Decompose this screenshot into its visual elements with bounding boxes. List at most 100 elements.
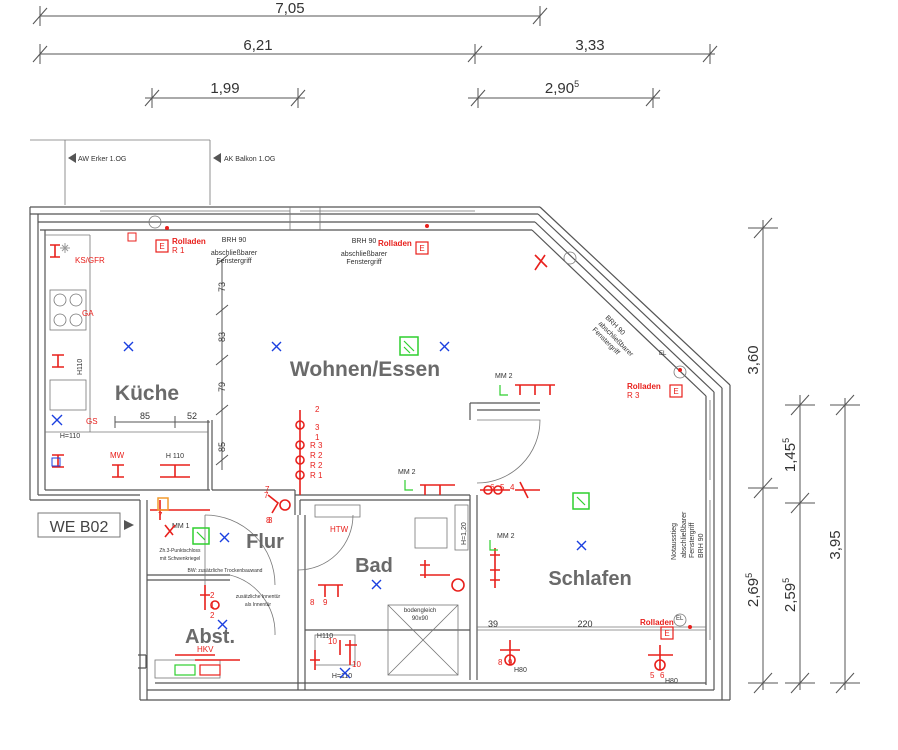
num-13: 2 (210, 611, 215, 620)
ga-label: GA (82, 309, 94, 318)
kitchen-dim-v4: 85 (217, 442, 227, 452)
el-a-label: EL (659, 351, 667, 357)
num-4: 3 (268, 516, 273, 525)
num-14: 6 (490, 483, 495, 492)
num-8: 8 (310, 598, 315, 607)
lockable-a: abschließbarer (211, 250, 258, 257)
rolladen-c: Rolladen (627, 382, 661, 391)
num-6: 10 (352, 660, 361, 669)
sleep-dim-h2: 220 (577, 619, 592, 629)
lockable-d: abschließbarer (681, 511, 688, 558)
hkv-label: HKV (197, 645, 214, 654)
room-living: Wohnen/Essen (290, 358, 440, 381)
sleep-dim-h1: 39 (488, 619, 498, 629)
e-box-2-label: E (419, 244, 424, 253)
r-circuit-4: R 1 (310, 471, 323, 480)
sensor-icon (192, 336, 590, 551)
right-dimensions: 3,60 2,695 1,455 2,595 3,95 (744, 217, 860, 694)
room-kitchen: Küche (115, 382, 179, 405)
room-hall: Flur (246, 531, 284, 553)
rolladen-b: Rolladen (378, 239, 412, 248)
num-20: 6 (660, 671, 665, 680)
room-labels: Küche Wohnen/Essen Flur Bad Schlafen Abs… (115, 358, 632, 648)
brh-a: BRH 90 (222, 237, 247, 244)
num-16: 4 (510, 483, 515, 492)
edge-marker (138, 654, 147, 669)
dim-right-c: 3,95 (827, 530, 844, 559)
e-box-3-label: E (673, 387, 678, 396)
kitchen-dim-v3: 79 (217, 382, 227, 392)
room-bedroom: Schlafen (548, 568, 631, 590)
stove-icon (60, 243, 70, 253)
dim-top-right: 3,33 (575, 37, 604, 54)
door-note-2: als Innentür (245, 602, 271, 608)
annotations: AW Erker 1.OG AK Balkon 1.OG BRH 90 absc… (60, 156, 705, 680)
dim-top-total: 7,05 (275, 0, 304, 17)
brh-b: BRH 90 (352, 238, 377, 245)
mm2-a-label: MM 2 (495, 373, 513, 380)
h80-a-label: H80 (514, 667, 527, 674)
rolladen-d: Rolladen (640, 618, 674, 627)
kitchen-dim-h1: 85 (140, 411, 150, 421)
handle-d: Fenstergriff (689, 523, 696, 558)
el-b-label: EL (676, 616, 684, 622)
light-outlet-icon (51, 341, 587, 679)
num-2: 3 (315, 423, 320, 432)
dim-mid-right: 2,905 (545, 79, 579, 97)
num-7: 7 (265, 485, 270, 494)
bath-h120: H=1,20 (461, 522, 468, 545)
r3-label: R 3 (627, 391, 640, 400)
walls (29, 139, 731, 701)
room-storage: Abst. (185, 626, 235, 648)
kitchen-dim-h2: 52 (187, 411, 197, 421)
mm1-label: MM 1 (172, 523, 190, 530)
bath-h110: H110 (317, 633, 333, 640)
mm2-b-label: MM 2 (398, 469, 416, 476)
lockable-b: abschließbarer (341, 251, 388, 258)
ak-balkon-label: AK Balkon 1.OG (224, 156, 275, 163)
e-box-1-label: E (159, 242, 164, 251)
htw-label: HTW (330, 525, 349, 534)
hall-note-2: mit Schwenkriegel (160, 556, 201, 562)
rolladen-a: Rolladen (172, 237, 206, 246)
num-15: 5 (500, 483, 505, 492)
electrical-labels: Rolladen R 1 Rolladen Rolladen R 3 Rolla… (75, 237, 684, 685)
emergency-exit: Notausstieg (671, 523, 678, 560)
hall-note-1: Zh.3-Punktschloss (159, 548, 201, 554)
ks-gfr-label: KS/GFR (75, 256, 105, 265)
num-11: 2 (210, 591, 215, 600)
dim-right-a: 3,60 (745, 345, 762, 374)
door-note-1: zusätzliche Innentür (236, 594, 281, 600)
kitchen-h110-v: H110 (77, 359, 84, 375)
num-5: 10 (328, 637, 337, 646)
kitchen-h110-x: H=110 (60, 433, 80, 440)
room-bath: Bad (355, 555, 393, 577)
num-1: 2 (315, 405, 320, 414)
unit-label-box: WE B02 (37, 512, 134, 538)
h80-b-label: H80 (665, 678, 678, 685)
r-circuit-1: R 3 (310, 441, 323, 450)
top-dimensions: 7,05 6,21 3,33 1,99 2,905 (32, 0, 718, 108)
num-22: 8 (266, 516, 271, 525)
r1-label: R 1 (172, 246, 185, 255)
num-21: 7 (264, 491, 269, 500)
socket-icon (50, 244, 673, 676)
mm2-c-label: MM 2 (497, 533, 515, 540)
mw-label: MW (110, 451, 125, 460)
e-box-4-label: E (664, 629, 669, 638)
rolladen-switch-icon: E E E E (127, 224, 692, 640)
unit-label: WE B02 (50, 519, 109, 536)
brh-d: BRH 90 (698, 533, 705, 558)
num-19: 5 (650, 671, 655, 680)
handle-a: Fenstergriff (216, 258, 251, 265)
shower-size: 90x90 (412, 616, 429, 622)
num-12: 1 (210, 601, 215, 610)
dim-top-left: 6,21 (243, 37, 272, 54)
aw-erker-label: AW Erker 1.OG (78, 156, 126, 163)
handle-b: Fenstergriff (346, 259, 381, 266)
dim-right-d: 2,695 (744, 573, 762, 607)
hall-note-3: BW: zusätzliche Trockenbauwand (188, 568, 263, 574)
gs-label: GS (86, 417, 98, 426)
kitchen-h110: H 110 (166, 453, 184, 460)
